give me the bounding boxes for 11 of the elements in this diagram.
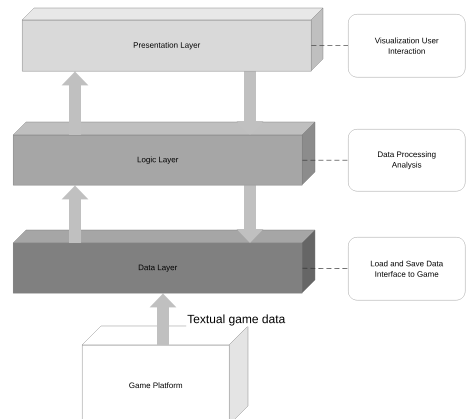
layer-block: Data Layer <box>12 230 316 294</box>
layer-block: Logic Layer <box>12 122 316 186</box>
dashed-connector <box>302 160 348 161</box>
dashed-connector <box>311 45 348 46</box>
dashed-connector <box>302 268 348 270</box>
note-box: Data Processing Analysis <box>348 129 466 192</box>
layer-block: Presentation Layer <box>22 8 324 72</box>
layer-block: Game Platform <box>82 326 248 419</box>
note-box: Visualization User Interaction <box>348 14 466 78</box>
note-box: Load and Save Data Interface to Game <box>348 237 466 300</box>
edge-label: Textual game data <box>186 313 286 327</box>
